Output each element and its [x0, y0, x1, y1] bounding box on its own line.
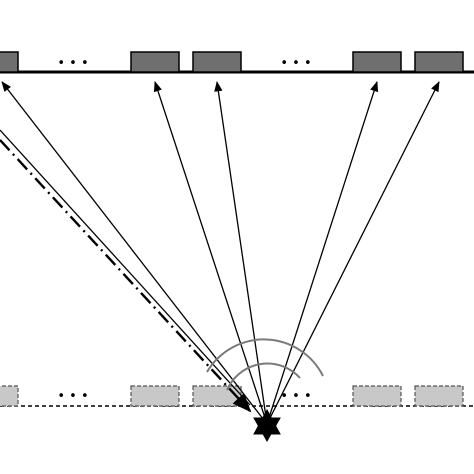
bottom-element: [0, 385, 19, 407]
bottom-element: [352, 385, 402, 407]
top-ellipsis: • • •: [57, 56, 88, 71]
bottom-ellipsis: • • •: [57, 389, 88, 404]
wavefront-arc-outer: [206, 338, 324, 377]
bottom-element: [192, 385, 242, 407]
ray: [153, 81, 268, 425]
ray: [214, 80, 268, 425]
wavefront-arc-inner: [226, 362, 301, 391]
direct-rays: [0, 80, 440, 425]
top-ellipsis: • • •: [280, 56, 311, 71]
bottom-element: [414, 385, 464, 407]
ray: [0, 129, 251, 406]
top-element: [0, 51, 19, 73]
top-element: [414, 51, 464, 73]
reflected-path: [0, 139, 252, 413]
bottom-ellipsis: • • •: [280, 389, 311, 404]
bottom-element: [130, 385, 180, 407]
top-element: [352, 51, 402, 73]
top-element: [192, 51, 242, 73]
ray: [266, 81, 440, 425]
star-of-david-icon: [253, 408, 281, 443]
wavefront-arcs: [206, 338, 324, 391]
ray: [1, 81, 268, 425]
bottom-array-elements: [0, 385, 464, 407]
top-array-elements: [0, 51, 464, 73]
source: [253, 408, 281, 443]
top-element: [130, 51, 180, 73]
